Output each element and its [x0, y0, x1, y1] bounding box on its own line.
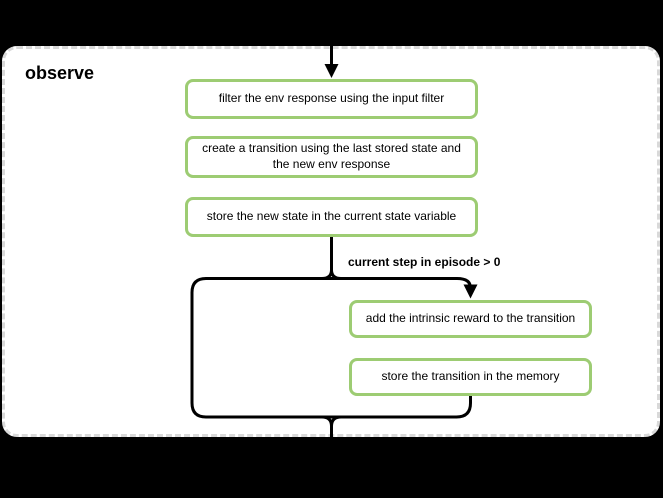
node-label: add the intrinsic reward to the transiti…	[365, 311, 576, 326]
node-add-intrinsic-reward: add the intrinsic reward to the transiti…	[349, 300, 592, 338]
edge-bypass-left	[190, 277, 472, 419]
subgraph-title: observe	[25, 63, 95, 83]
edge-store-state-to-branch	[321, 237, 333, 280]
node-create-transition: create a transition using the last store…	[185, 136, 478, 178]
arrowhead-branch-icon	[463, 284, 478, 299]
node-filter-env-response: filter the env response using the input …	[185, 79, 478, 119]
node-label: store the transition in the memory	[381, 369, 560, 384]
branch-condition-label: current step in episode > 0	[348, 255, 501, 269]
node-store-new-state: store the new state in the current state…	[185, 197, 478, 237]
edge-merge-fillet-right	[330, 415, 342, 427]
node-label: create a transition using the last store…	[202, 141, 461, 171]
node-label: store the new state in the current state…	[206, 209, 457, 224]
node-label: filter the env response using the input …	[218, 91, 445, 106]
edge-merge-fillet-left	[321, 415, 333, 438]
edge-branch-to-add-reward	[331, 277, 472, 290]
arrowhead-entry-icon	[324, 64, 339, 78]
node-store-transition-memory: store the transition in the memory	[349, 358, 592, 396]
